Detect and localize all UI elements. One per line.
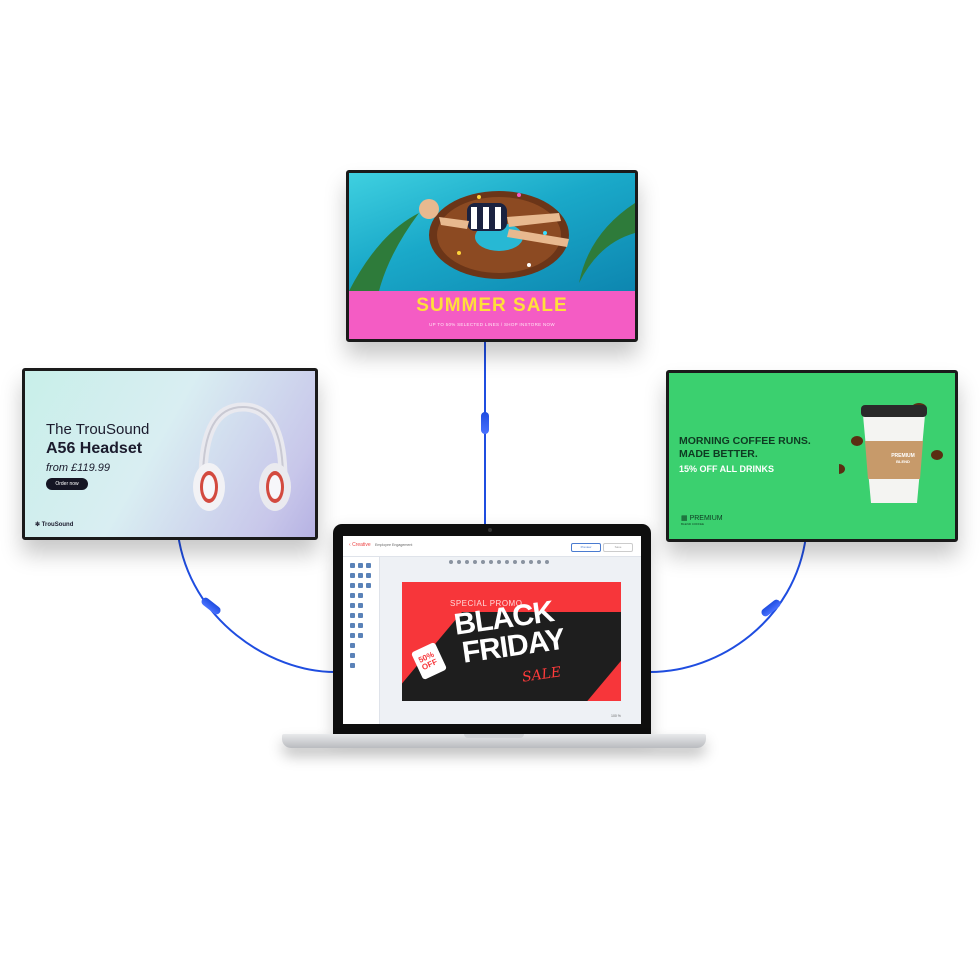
summer-sale-title: SUMMER SALE [416, 295, 568, 316]
twitter-tool-icon[interactable] [358, 613, 363, 618]
chart-tool-icon[interactable] [350, 593, 355, 598]
coffee-cup-icon [839, 403, 943, 503]
tool-sidebar [343, 557, 380, 724]
laptop-base [282, 734, 706, 748]
discount-tag-text: 50% OFF [417, 649, 439, 673]
summer-sale-subtitle: UP TO 50% SELECTED LINES / SHOP INSTORE … [429, 322, 555, 327]
headset-background [25, 371, 315, 537]
redo-icon[interactable] [489, 560, 493, 564]
flip-icon[interactable] [513, 560, 517, 564]
undo-icon[interactable] [481, 560, 485, 564]
coffee-headline-2: MADE BETTER. [679, 448, 758, 460]
video-tool-icon[interactable] [366, 563, 371, 568]
lock-icon[interactable] [473, 560, 477, 564]
clock-tool-icon[interactable] [350, 583, 355, 588]
grid-tool-icon[interactable] [366, 573, 371, 578]
special-promo-text: SPECIAL PROMO [450, 599, 523, 608]
headset-model: A56 Headset [46, 440, 143, 457]
crop-icon[interactable] [505, 560, 509, 564]
animate-icon[interactable] [545, 560, 549, 564]
align-icon[interactable] [449, 560, 453, 564]
wire-right-clip [761, 599, 781, 617]
laptop: ‹ Creative Employee Engagement Preview S… [333, 524, 651, 736]
summer-banner [349, 291, 635, 339]
youtube-tool-icon[interactable] [358, 623, 363, 628]
headset-price: from £119.99 [46, 462, 111, 474]
display-screen-left: The TrouSound A56 Headset from £119.99 O… [22, 368, 318, 540]
table-tool-icon[interactable] [358, 593, 363, 598]
laptop-notch [464, 734, 524, 738]
qr-tool-icon[interactable] [358, 573, 363, 578]
social-tool-icon[interactable] [350, 613, 355, 618]
headset-brand-name: The TrouSound [46, 421, 150, 438]
trousound-logo: ✻ TrouSound [35, 522, 74, 528]
image-tool-icon[interactable] [358, 563, 363, 568]
app-topbar: ‹ Creative Employee Engagement Preview S… [343, 536, 641, 557]
breadcrumb: Employee Engagement [375, 543, 413, 547]
audio-tool-icon[interactable] [350, 653, 355, 658]
headphones-icon [193, 402, 291, 511]
app-brand: ‹ Creative [349, 542, 371, 548]
display-screen-top: SUMMER SALE UP TO 50% SELECTED LINES / S… [346, 170, 638, 342]
order-now-button[interactable]: Order now [46, 478, 88, 490]
settings-tool-icon[interactable] [350, 663, 355, 668]
opacity-icon[interactable] [537, 560, 541, 564]
display-screen-right: MORNING COFFEE RUNS. MADE BETTER. 15% OF… [666, 370, 958, 542]
wire-left [177, 533, 336, 673]
instagram-tool-icon[interactable] [350, 623, 355, 628]
zoom-level[interactable]: 100 % [611, 714, 621, 718]
save-button[interactable]: Save [603, 543, 633, 552]
countdown-tool-icon[interactable] [358, 633, 363, 638]
editor-toolbar [387, 560, 637, 568]
editor-app-window: ‹ Creative Employee Engagement Preview S… [343, 536, 641, 724]
layer-icon[interactable] [457, 560, 461, 564]
black-friday-canvas[interactable]: SPECIAL PROMO BLACK FRIDAY SALE 50% OFF [402, 582, 621, 701]
weather-tool-icon[interactable] [358, 583, 363, 588]
pool-illustration [349, 191, 635, 291]
coffee-headline-1: MORNING COFFEE RUNS. [679, 435, 811, 447]
wire-right [649, 535, 807, 673]
wire-top-clip [481, 412, 489, 434]
coffee-offer: 15% OFF ALL DRINKS [679, 464, 775, 474]
cup-label: PREMIUM BLEND [891, 453, 915, 464]
delete-icon[interactable] [497, 560, 501, 564]
group-icon[interactable] [521, 560, 525, 564]
preview-button[interactable]: Preview [571, 543, 601, 552]
copy-icon[interactable] [465, 560, 469, 564]
rss-tool-icon[interactable] [358, 603, 363, 608]
map-tool-icon[interactable] [350, 643, 355, 648]
camera-icon [488, 528, 492, 532]
pool-photo [349, 173, 635, 291]
web-tool-icon[interactable] [350, 603, 355, 608]
text-tool-icon[interactable] [350, 563, 355, 568]
calendar-tool-icon[interactable] [366, 583, 371, 588]
wire-left-clip [201, 597, 221, 615]
fill-icon[interactable] [529, 560, 533, 564]
shape-tool-icon[interactable] [350, 573, 355, 578]
ticker-tool-icon[interactable] [350, 633, 355, 638]
